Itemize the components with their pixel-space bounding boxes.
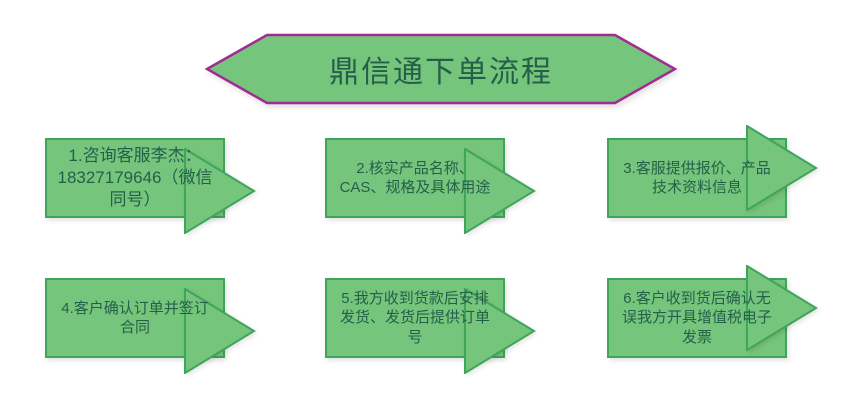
page-title: 鼎信通下单流程 [329, 56, 553, 89]
step-6-label: 6.客户收到货后确认无误我方开具增值税电子发票 [621, 289, 772, 346]
arrow-right-icon [464, 148, 536, 234]
step-1: 1.咨询客服李杰：18327179646（微信同号） [45, 138, 260, 238]
title-banner: 鼎信通下单流程 [205, 33, 677, 105]
step-2: 2.核实产品名称、CAS、规格及具体用途 [325, 138, 540, 238]
step-3: 3.客服提供报价、产品技术资料信息 [607, 125, 822, 238]
arrow-right-icon [746, 125, 818, 211]
step-5: 5.我方收到货款后安排发货、发货后提供订单号 [325, 278, 540, 378]
hexagon-shape [205, 33, 677, 105]
arrow-right-icon [184, 288, 256, 374]
arrow-right-icon [184, 148, 256, 234]
step-4-label: 4.客户确认订单并签订合同 [61, 299, 209, 337]
arrow-right-icon [746, 265, 818, 351]
arrow-right-icon [464, 288, 536, 374]
step-4: 4.客户确认订单并签订合同 [45, 278, 260, 378]
step-2-label: 2.核实产品名称、CAS、规格及具体用途 [339, 159, 491, 197]
step-1-label: 1.咨询客服李杰：18327179646（微信同号） [57, 145, 213, 210]
step-5-label: 5.我方收到货款后安排发货、发货后提供订单号 [339, 289, 490, 346]
step-3-label: 3.客服提供报价、产品技术资料信息 [623, 159, 771, 197]
step-6: 6.客户收到货后确认无误我方开具增值税电子发票 [607, 265, 822, 378]
